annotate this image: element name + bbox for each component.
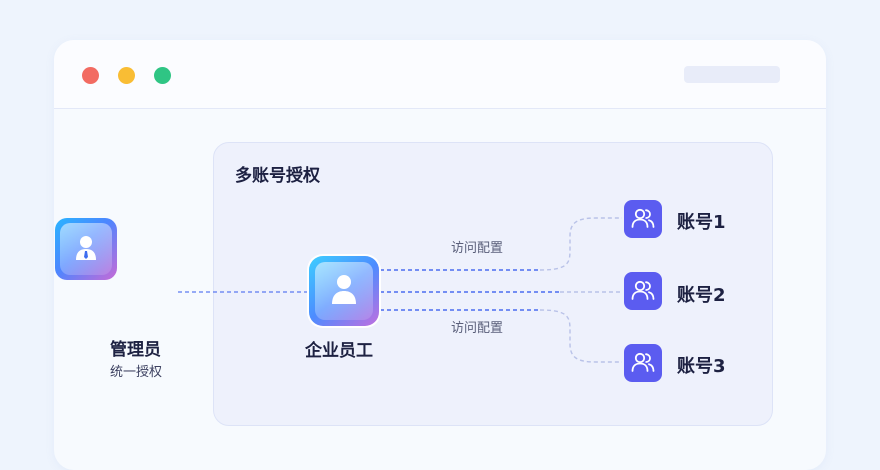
- address-bar[interactable]: [684, 66, 780, 83]
- minimize-window-button[interactable]: [118, 67, 135, 84]
- window-titlebar: [54, 40, 826, 109]
- admin-user-icon: [55, 218, 117, 280]
- employee-label: 企业员工: [305, 341, 373, 361]
- account-3-label: 账号3: [677, 356, 726, 377]
- admin-sublabel: 统一授权: [110, 365, 163, 380]
- app-window: 多账号授权: [54, 40, 826, 470]
- users-icon: [624, 344, 662, 382]
- panel-title: 多账号授权: [235, 166, 320, 186]
- account-2-label: 账号2: [677, 285, 726, 306]
- close-window-button[interactable]: [82, 67, 99, 84]
- connector-lines: [178, 217, 622, 363]
- users-icon: [624, 272, 662, 310]
- top-link-label: 访问配置: [451, 241, 504, 256]
- users-icon: [624, 200, 662, 238]
- admin-label: 管理员: [110, 340, 161, 360]
- employee-to-account1-line-faint: [539, 217, 622, 271]
- employee-user-icon: [309, 256, 379, 326]
- employee-to-account3-line-faint: [539, 309, 622, 363]
- maximize-window-button[interactable]: [154, 67, 171, 84]
- multi-account-panel: 多账号授权: [213, 142, 773, 426]
- bottom-link-label: 访问配置: [451, 321, 504, 336]
- account-1-label: 账号1: [677, 212, 726, 233]
